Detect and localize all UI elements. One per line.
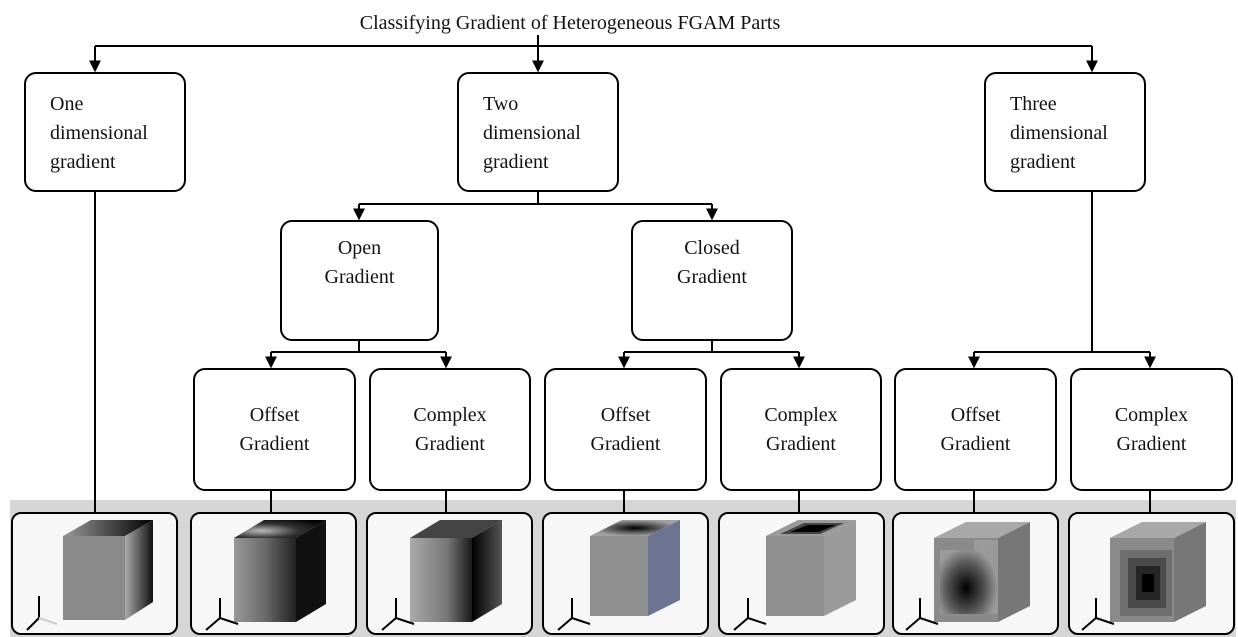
- open-complex-cube-icon: [366, 512, 533, 635]
- node-line: Gradient: [590, 433, 661, 455]
- node-line: dimensional: [1010, 122, 1108, 144]
- node-line: Gradient: [677, 266, 747, 288]
- open-gradient-node: Open Gradient: [280, 220, 439, 341]
- open-complex-gradient-node: Complex Gradient: [369, 368, 531, 491]
- three-dim-complex-cube-icon: [1068, 512, 1235, 635]
- closed-offset-gradient-node: Offset Gradient: [544, 368, 707, 491]
- diagram-title: Classifying Gradient of Heterogeneous FG…: [359, 12, 781, 34]
- closed-gradient-node: Closed Gradient: [631, 220, 793, 341]
- node-line: Gradient: [415, 433, 485, 455]
- node-line: Gradient: [766, 433, 836, 455]
- node-line: gradient: [50, 151, 116, 173]
- node-line: Gradient: [940, 433, 1011, 455]
- three-dimensional-gradient-node: Three dimensional gradient: [984, 72, 1146, 192]
- node-line: Complex: [1114, 404, 1189, 426]
- one-dimensional-gradient-node: One dimensional gradient: [24, 72, 186, 192]
- node-line: Complex: [764, 404, 838, 426]
- open-offset-gradient-node: Offset Gradient: [193, 368, 356, 491]
- closed-complex-gradient-node: Complex Gradient: [720, 368, 882, 491]
- node-line: One: [50, 93, 84, 115]
- node-line: Three: [1010, 93, 1057, 115]
- three-dim-complex-gradient-node: Complex Gradient: [1070, 368, 1233, 491]
- node-line: dimensional: [50, 122, 148, 144]
- node-line: Offset: [600, 404, 651, 426]
- node-line: Offset: [249, 404, 300, 426]
- node-line: Gradient: [239, 433, 310, 455]
- node-line: Two: [483, 93, 519, 115]
- node-line: gradient: [483, 151, 549, 173]
- one-dimensional-cube-icon: [11, 512, 178, 635]
- closed-complex-cube-icon: [718, 512, 885, 635]
- closed-offset-cube-icon: [542, 512, 709, 635]
- node-line: Open: [337, 237, 382, 259]
- node-line: Gradient: [324, 266, 395, 288]
- open-offset-cube-icon: [190, 512, 357, 635]
- three-dim-offset-gradient-node: Offset Gradient: [894, 368, 1057, 491]
- node-line: Gradient: [1116, 433, 1187, 455]
- node-line: Complex: [413, 404, 487, 426]
- node-line: Closed: [684, 237, 740, 259]
- node-line: Offset: [950, 404, 1001, 426]
- two-dimensional-gradient-node: Two dimensional gradient: [457, 72, 619, 192]
- node-line: dimensional: [483, 122, 581, 144]
- three-dim-offset-cube-icon: [892, 512, 1059, 635]
- node-line: gradient: [1010, 151, 1076, 173]
